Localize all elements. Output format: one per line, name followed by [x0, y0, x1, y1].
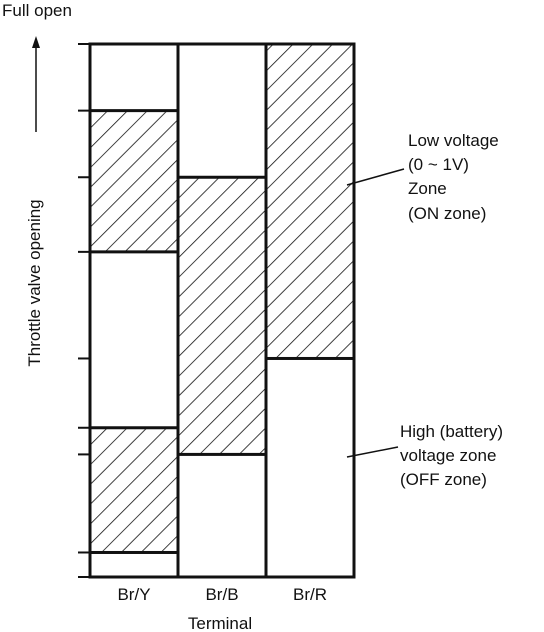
y-axis-label: Throttle valve opening: [25, 199, 44, 366]
high-voltage-line-1: High (battery): [400, 422, 503, 441]
full-open-label: Full open: [2, 1, 72, 20]
low-voltage-line-4: (ON zone): [408, 204, 486, 223]
terminal-label-br-r: Br/R: [293, 585, 327, 604]
y-axis-arrow: [32, 36, 40, 132]
x-axis-label: Terminal: [188, 614, 252, 632]
low-voltage-leader: [346, 168, 405, 186]
terminal-labels: Br/Y Br/B Br/R: [117, 585, 327, 604]
low-voltage-line-1: Low voltage: [408, 131, 499, 150]
high-voltage-leader: [346, 446, 399, 458]
low-voltage-annotation: Low voltage (0 ~ 1V) Zone (ON zone): [408, 131, 499, 223]
low-voltage-line-2: (0 ~ 1V): [408, 155, 469, 174]
low-voltage-band-br-b-1: [176, 175, 268, 456]
high-voltage-line-3: (OFF zone): [400, 470, 487, 489]
terminal-label-br-b: Br/B: [205, 585, 238, 604]
low-voltage-band-br-y-1: [88, 426, 180, 554]
low-voltage-band-br-y-2: [88, 109, 180, 254]
high-voltage-line-2: voltage zone: [400, 446, 496, 465]
terminal-column-br-r: [264, 42, 356, 579]
low-voltage-line-3: Zone: [408, 179, 447, 198]
high-voltage-annotation: High (battery) voltage zone (OFF zone): [400, 422, 503, 489]
low-voltage-band-br-r-1: [264, 42, 356, 360]
terminal-label-br-y: Br/Y: [117, 585, 150, 604]
y-axis-ticks: [78, 43, 90, 578]
terminal-columns: [88, 42, 356, 579]
